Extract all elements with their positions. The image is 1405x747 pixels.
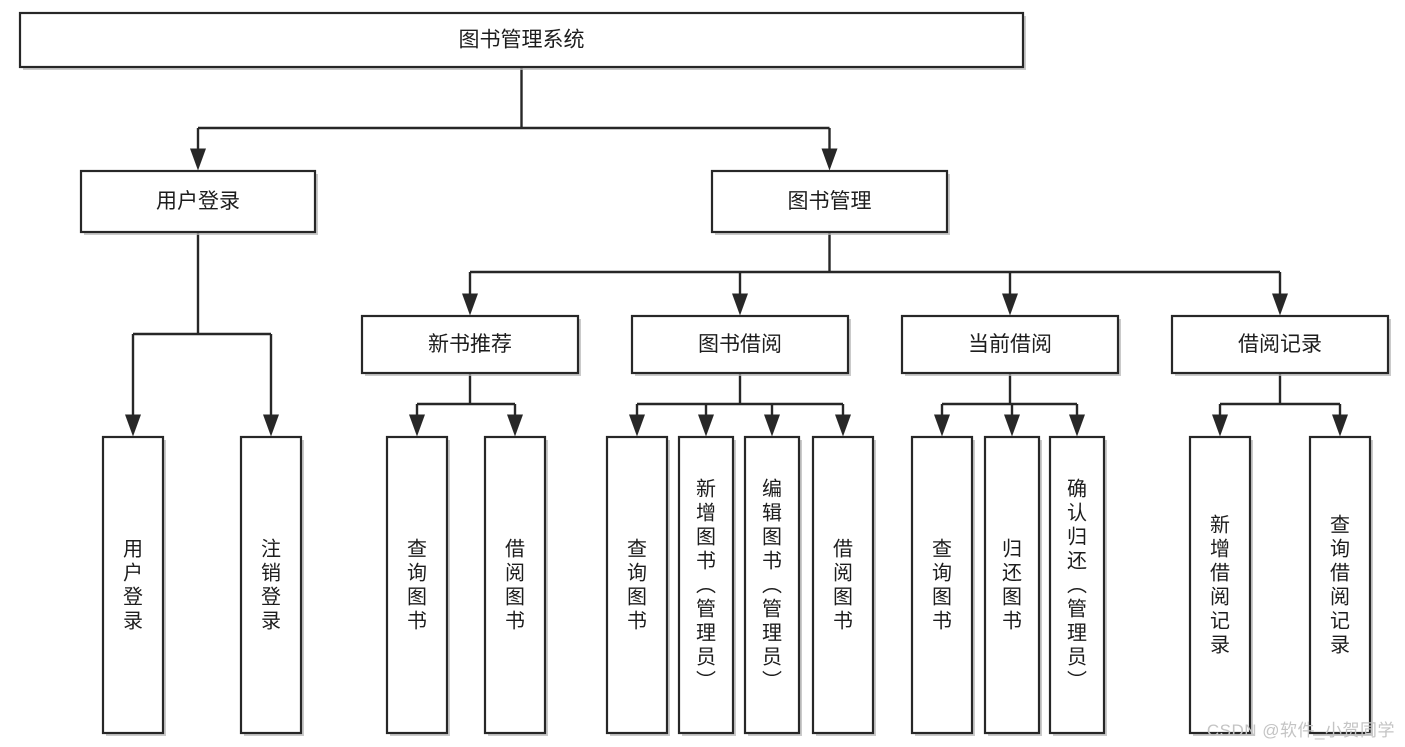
node-label-leaf-user-logout: 注销登录 — [261, 538, 281, 633]
node-box-root[interactable] — [18, 11, 1025, 69]
node-label-leaf-query-book-2: 查询图书 — [627, 538, 647, 633]
arrow-head-icon — [934, 414, 950, 437]
node-box-leaf-confirm-return-admin[interactable] — [1048, 435, 1106, 735]
arrow-head-icon — [764, 414, 780, 437]
arrow-head-icon — [409, 414, 425, 437]
node-label-user-login: 用户登录 — [156, 190, 240, 213]
node-label-leaf-return-book: 归还图书 — [1002, 538, 1022, 633]
arrow-head-icon — [190, 148, 206, 171]
arrow-head-icon — [1002, 293, 1018, 316]
arrow-head-icon — [629, 414, 645, 437]
node-label-borrow-record: 借阅记录 — [1238, 333, 1322, 356]
arrow-head-icon — [1332, 414, 1348, 437]
node-box-leaf-add-borrow-record[interactable] — [1188, 435, 1252, 735]
node-label-new-book-rec: 新书推荐 — [428, 333, 512, 356]
node-label-book-manage: 图书管理 — [788, 190, 872, 213]
node-label-leaf-borrow-book-2: 借阅图书 — [833, 538, 853, 633]
connectors-layer — [125, 67, 1348, 437]
node-box-leaf-user-logout[interactable] — [239, 435, 303, 735]
node-label-leaf-confirm-return-admin: 确认归还︵管理员︶ — [1067, 478, 1087, 693]
node-label-leaf-add-book-admin: 新增图书︵管理员︶ — [696, 478, 716, 693]
csdn-watermark: CSDN @软件_小贺同学 — [1206, 721, 1395, 740]
arrow-head-icon — [1212, 414, 1228, 437]
arrow-head-icon — [1004, 414, 1020, 437]
node-box-user-login[interactable] — [79, 169, 317, 234]
arrow-head-icon — [462, 293, 478, 316]
node-box-leaf-query-borrow-record[interactable] — [1308, 435, 1372, 735]
arrow-head-icon — [1069, 414, 1085, 437]
node-box-leaf-edit-book-admin[interactable] — [743, 435, 801, 735]
arrow-head-icon — [263, 414, 279, 437]
arrow-head-icon — [732, 293, 748, 316]
node-label-leaf-query-book-3: 查询图书 — [932, 538, 952, 633]
node-box-leaf-borrow-book-1[interactable] — [483, 435, 547, 735]
node-label-leaf-borrow-book-1: 借阅图书 — [505, 538, 525, 633]
node-box-leaf-user-login[interactable] — [101, 435, 165, 735]
node-box-book-manage[interactable] — [710, 169, 949, 234]
node-box-leaf-add-book-admin[interactable] — [677, 435, 735, 735]
node-box-book-borrow[interactable] — [630, 314, 850, 375]
node-label-root: 图书管理系统 — [459, 29, 585, 52]
node-box-new-book-rec[interactable] — [360, 314, 580, 375]
node-label-leaf-query-borrow-record: 查询借阅记录 — [1330, 514, 1350, 657]
node-label-leaf-edit-book-admin: 编辑图书︵管理员︶ — [762, 478, 782, 693]
node-label-book-borrow: 图书借阅 — [698, 333, 782, 356]
node-box-current-borrow[interactable] — [900, 314, 1120, 375]
node-labels-layer: 图书管理系统用户登录图书管理新书推荐图书借阅当前借阅借阅记录用户登录注销登录查询… — [123, 29, 1350, 693]
arrow-head-icon — [125, 414, 141, 437]
arrow-head-icon — [821, 148, 838, 171]
node-box-leaf-query-book-3[interactable] — [910, 435, 974, 735]
node-label-leaf-add-borrow-record: 新增借阅记录 — [1210, 514, 1230, 657]
arrow-head-icon — [1272, 293, 1288, 316]
arrow-head-icon — [698, 414, 714, 437]
node-box-leaf-return-book[interactable] — [983, 435, 1041, 735]
node-label-current-borrow: 当前借阅 — [968, 333, 1052, 356]
node-box-leaf-borrow-book-2[interactable] — [811, 435, 875, 735]
node-label-leaf-user-login: 用户登录 — [123, 539, 143, 633]
node-label-leaf-query-book-1: 查询图书 — [407, 538, 427, 633]
arrow-head-icon — [507, 414, 523, 437]
node-box-leaf-query-book-1[interactable] — [385, 435, 449, 735]
node-box-borrow-record[interactable] — [1170, 314, 1390, 375]
node-box-leaf-query-book-2[interactable] — [605, 435, 669, 735]
arrow-head-icon — [835, 414, 851, 437]
node-boxes-layer — [18, 11, 1391, 736]
